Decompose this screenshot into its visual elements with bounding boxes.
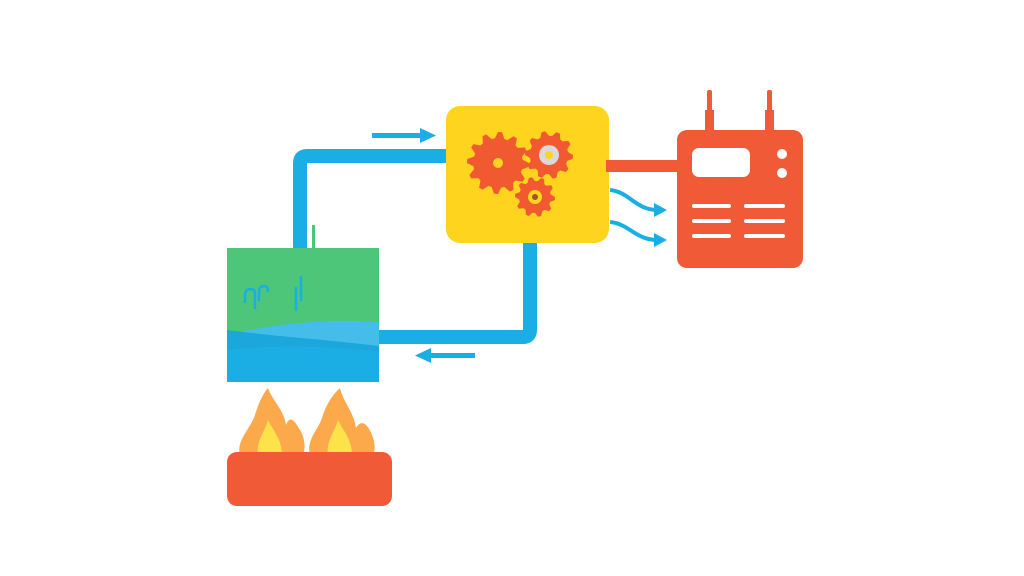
wave-arrowheads (654, 203, 667, 247)
medium-gear-icon-hub (545, 151, 553, 159)
device-knob (777, 168, 787, 178)
boiler-tank (227, 225, 379, 382)
pipe-to-engine (293, 149, 450, 248)
device-knob (777, 149, 787, 159)
small-gear-icon-hub (532, 194, 538, 200)
pipe-return-to-tank (378, 240, 537, 344)
flow-arrow-left-icon (415, 348, 475, 363)
energy-wave-arrows-icon (609, 188, 659, 242)
steam-wisps-icon (243, 275, 303, 312)
device-vent-lines (692, 204, 785, 238)
fire-burner (227, 452, 392, 506)
flow-arrow-right-icon (372, 128, 436, 143)
fire-flames-icon (239, 388, 375, 455)
device-screen (692, 148, 750, 177)
large-gear-icon-hub (493, 158, 503, 168)
power-line (606, 160, 680, 172)
gears-icon (467, 131, 573, 217)
generator-device (677, 90, 803, 268)
